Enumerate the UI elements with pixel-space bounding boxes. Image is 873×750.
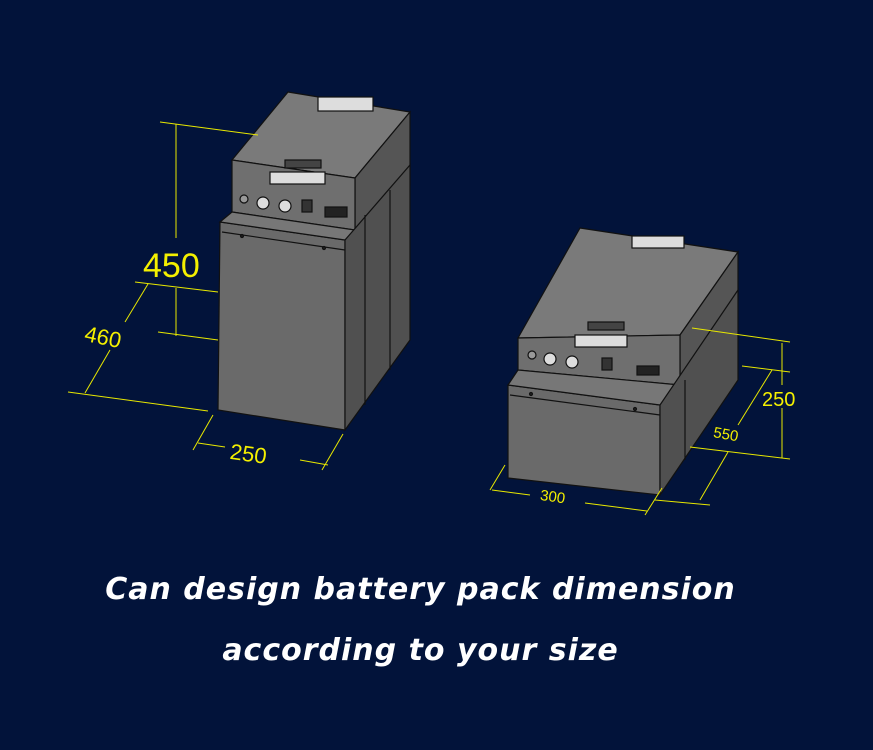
dimension-label-height-450: 450 (143, 247, 200, 285)
dimension-label-depth-460: 460 (82, 321, 123, 353)
dimension-label-height-250: 250 (762, 389, 795, 411)
dimension-label-width-300: 300 (539, 487, 566, 507)
caption-line-1: Can design battery pack dimension (105, 572, 736, 607)
caption-line-2: according to your size (222, 633, 619, 668)
dimension-label-depth-550: 550 (712, 424, 740, 445)
tall-battery-pack (217, 91, 412, 432)
wide-battery-dimension-lines (489, 327, 791, 516)
tall-battery-dimension-lines (67, 121, 344, 471)
dimension-label-width-250: 250 (228, 439, 268, 469)
wide-battery-pack (506, 227, 740, 497)
